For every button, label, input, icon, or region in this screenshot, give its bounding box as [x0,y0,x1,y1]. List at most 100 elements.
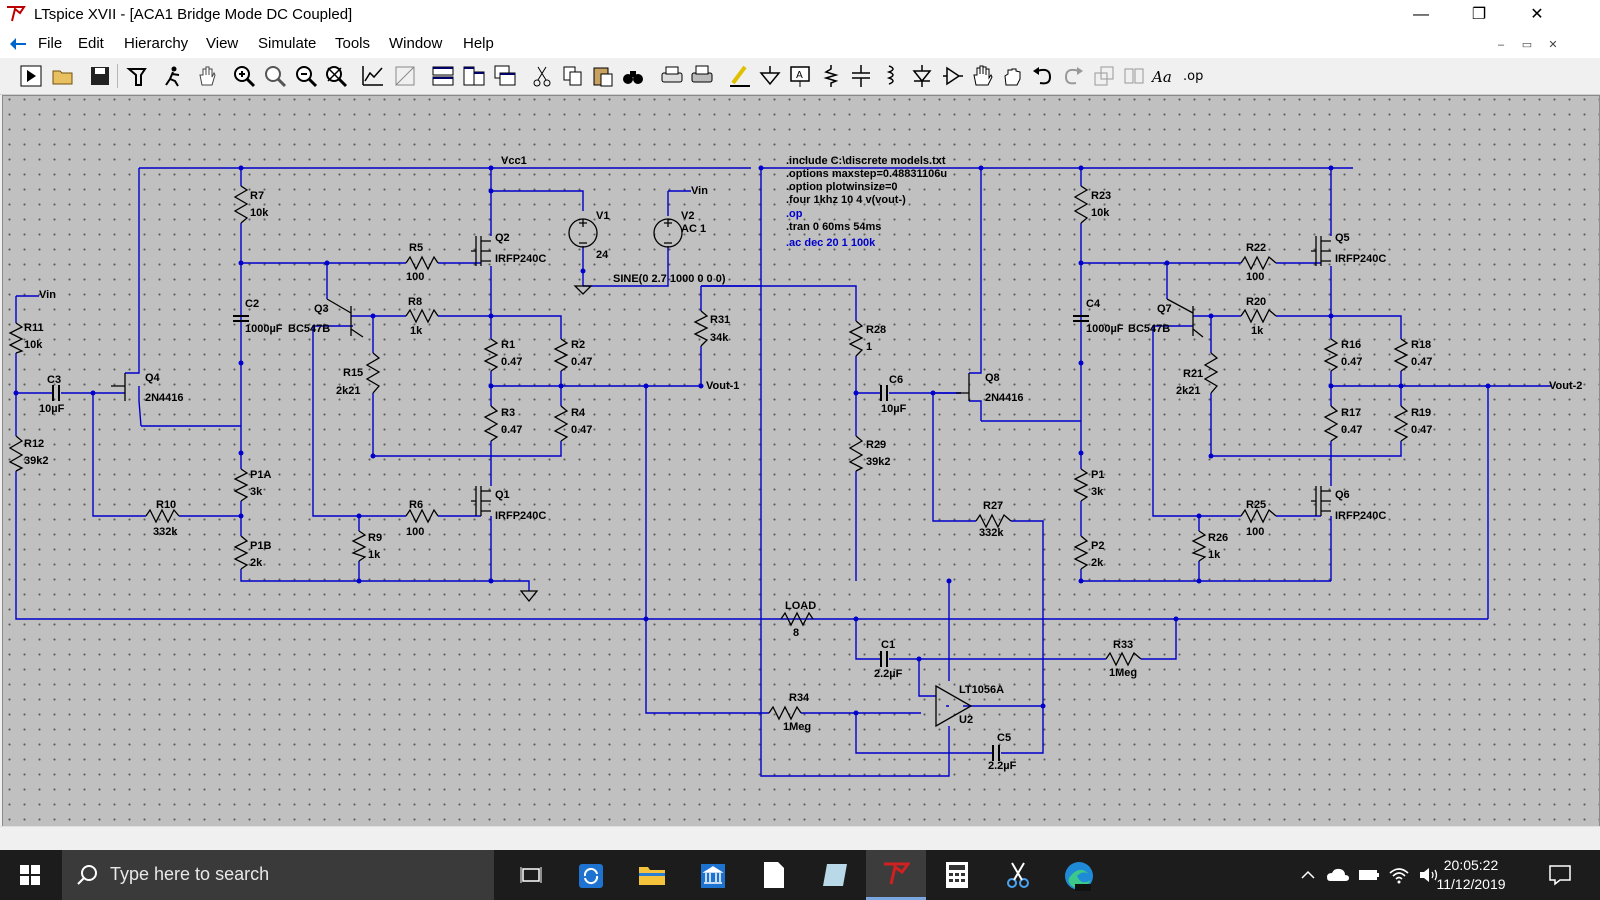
schematic-canvas[interactable]: Vcc1 Vin Vin Vout-1 Vout-2 .include C:\d… [2,95,1600,827]
svg-text:R8: R8 [408,296,422,308]
pan-icon[interactable] [194,63,220,89]
cut-icon[interactable] [529,63,555,89]
capacitor-icon[interactable] [848,63,874,89]
battery-icon[interactable] [1358,867,1380,883]
svg-text:SINE(0 2.7 1000 0 0 0): SINE(0 2.7 1000 0 0 0) [613,273,726,285]
zoom-full-icon[interactable] [262,63,288,89]
mdi-restore-icon[interactable]: ▭ [1521,39,1533,51]
label-net-icon[interactable]: A [787,63,813,89]
svg-text:.include C:\discrete models.tx: .include C:\discrete models.txt [786,155,946,167]
svg-text:.option plotwinsize=0: .option plotwinsize=0 [786,181,898,193]
menu-help[interactable]: Help [463,35,494,52]
file-explorer-icon[interactable] [622,850,682,900]
svg-text:R20: R20 [1246,296,1266,308]
notes-app-icon[interactable] [805,850,865,900]
status-bar [0,826,1600,851]
svg-text:R9: R9 [368,532,382,544]
menu-tools[interactable]: Tools [335,35,371,52]
svg-text:R10: R10 [156,499,176,511]
tile-vertical-icon[interactable] [461,63,487,89]
save-icon[interactable] [87,63,113,89]
ground-icon[interactable] [757,63,783,89]
cascade-icon[interactable] [492,63,518,89]
wire-icon[interactable] [727,63,753,89]
svg-text:C2: C2 [245,298,259,310]
menu-file[interactable]: File [38,35,63,52]
resistor-icon[interactable] [818,63,844,89]
sync-app-icon[interactable] [561,850,621,900]
ltspice-taskbar-icon[interactable] [866,850,926,900]
notification-icon[interactable] [1548,864,1572,886]
paste-icon[interactable] [590,63,616,89]
snipping-tool-icon[interactable] [988,850,1048,900]
zoom-in-icon[interactable] [231,63,257,89]
edge-dev-icon[interactable] [1049,850,1109,900]
inductor-icon[interactable] [878,63,904,89]
svg-text:R2: R2 [571,339,585,351]
component-icon[interactable] [939,63,965,89]
svg-text:1k: 1k [410,325,423,337]
document-icon[interactable] [8,34,28,54]
zoom-cancel-icon[interactable] [323,63,349,89]
menu-simulate[interactable]: Simulate [258,35,317,52]
print-icon[interactable] [659,63,685,89]
zoom-out-icon[interactable] [293,63,319,89]
svg-text:Vout-1: Vout-1 [706,380,739,392]
spice-directive-icon[interactable]: .op [1182,63,1208,89]
show-hidden-icon[interactable] [1300,867,1316,883]
svg-text:R17: R17 [1341,407,1361,419]
svg-text:10k: 10k [1091,207,1110,219]
taskbar-search[interactable]: Type here to search [62,850,494,900]
run-icon[interactable] [18,63,44,89]
taskbar-clock[interactable]: 20:05:22 11/12/2019 [1426,856,1516,894]
print-preview-icon[interactable] [689,63,715,89]
onedrive-icon[interactable] [1326,866,1350,884]
menu-view[interactable]: View [206,35,239,52]
minimize-icon[interactable]: — [1413,6,1429,23]
calculator-icon[interactable] [927,850,987,900]
svg-text:R34: R34 [789,692,810,704]
mdi-minimize-icon[interactable]: – [1497,39,1505,51]
volume-icon[interactable] [1418,865,1440,885]
diode-icon[interactable] [909,63,935,89]
move-icon[interactable] [970,63,996,89]
undo-icon[interactable] [1030,63,1056,89]
start-button[interactable] [0,850,60,900]
autorange-icon[interactable] [360,63,386,89]
svg-text:.options maxstep=0.48831106u: .options maxstep=0.48831106u [786,168,947,180]
open-icon[interactable] [50,63,76,89]
svg-text:Q4: Q4 [145,372,161,384]
svg-text:100: 100 [406,526,424,538]
svg-text:IRFP240C: IRFP240C [1335,510,1386,522]
library-icon[interactable] [683,850,743,900]
redo-icon[interactable] [1060,63,1086,89]
svg-text:Q6: Q6 [1335,489,1350,501]
svg-text:R27: R27 [983,500,1003,512]
find-icon[interactable] [620,63,646,89]
svg-text:IRFP240C: IRFP240C [495,510,546,522]
menu-window[interactable]: Window [389,35,443,52]
directive-tool-label: .op [1183,69,1203,84]
tile-horizontal-icon[interactable] [430,63,456,89]
halt-icon[interactable] [160,63,186,89]
task-view-icon[interactable] [500,850,560,900]
svg-text:2k21: 2k21 [1176,385,1200,397]
menu-hierarchy[interactable]: Hierarchy [124,35,189,52]
document-app-icon[interactable] [744,850,804,900]
rotate-icon[interactable] [1091,63,1117,89]
drag-icon[interactable] [1000,63,1026,89]
svg-text:R19: R19 [1411,407,1431,419]
menu-edit[interactable]: Edit [78,35,104,52]
mirror-icon[interactable] [1121,63,1147,89]
maximize-icon[interactable]: ❐ [1471,6,1487,23]
control-panel-icon[interactable] [124,63,150,89]
svg-text:R26: R26 [1208,532,1228,544]
close-icon[interactable]: ✕ [1530,6,1544,23]
mdi-close-icon[interactable]: ✕ [1548,39,1558,51]
text-icon[interactable]: Aa [1150,63,1177,89]
search-placeholder: Type here to search [110,864,270,884]
svg-text:2k: 2k [1091,557,1104,569]
view-icon[interactable] [392,63,418,89]
wifi-icon[interactable] [1388,865,1410,885]
copy-icon[interactable] [560,63,586,89]
